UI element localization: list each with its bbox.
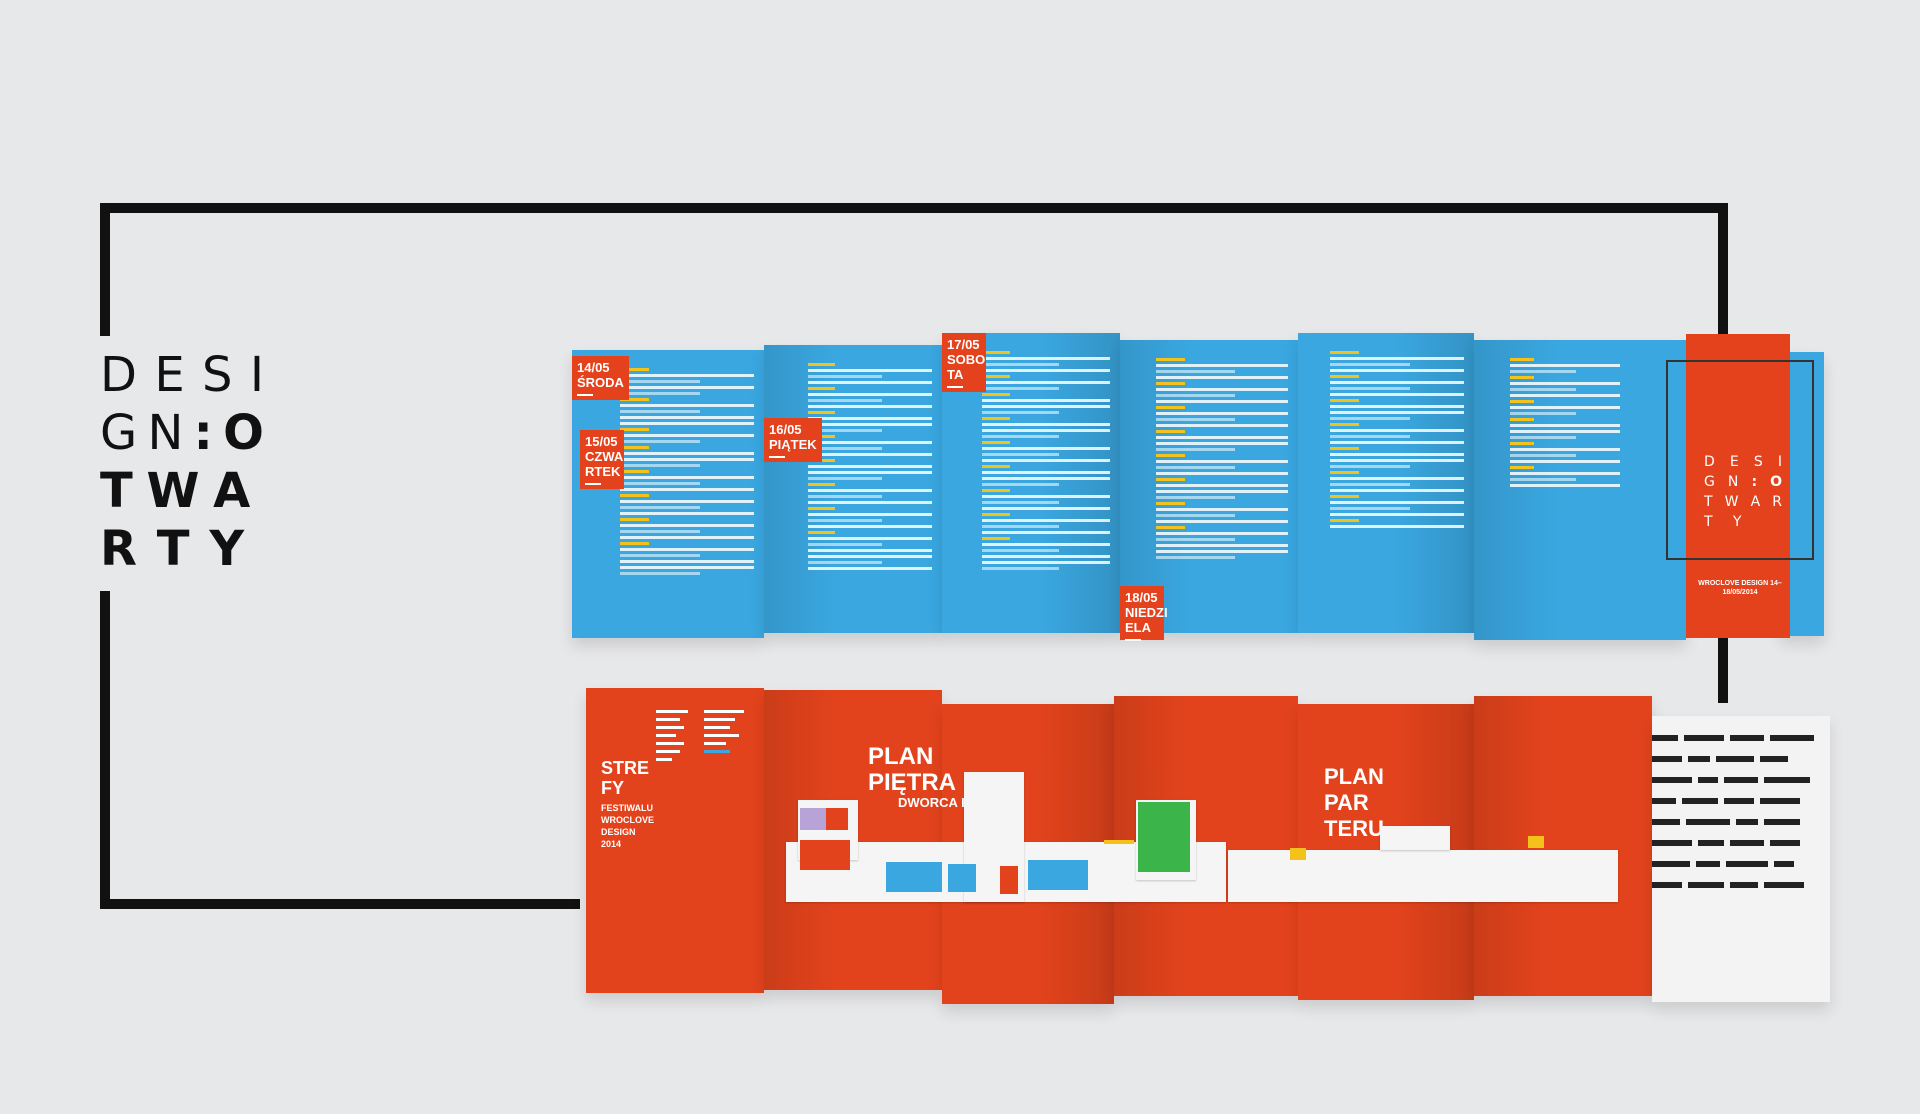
logo-letter: R — [100, 521, 137, 577]
cover-frame — [1666, 360, 1814, 560]
logo-letter: G — [100, 405, 138, 461]
logo-letter: A — [213, 463, 251, 519]
strefy-heading: STRE FY FESTIWALU WROCLOVE DESIGN 2014 — [601, 758, 654, 850]
logo-letter: T — [100, 463, 133, 519]
date-badge-1505: 15/05 CZWA RTEK — [580, 430, 624, 489]
schedule-text — [1156, 358, 1288, 562]
date-badge-top: 18/05 — [1125, 590, 1158, 605]
strefy-title: STRE FY — [601, 758, 650, 798]
cover-letter: W — [1724, 494, 1739, 510]
cover-letter: I — [1777, 454, 1782, 470]
logo-letter: W — [146, 463, 200, 519]
zones-list-2 — [704, 710, 748, 758]
logo-letter: T — [156, 521, 190, 577]
frame-left-border-lower — [100, 591, 110, 909]
blue-panel-4 — [1120, 340, 1298, 633]
cover-letter: Y — [1732, 514, 1742, 530]
room-purple — [800, 808, 826, 830]
cover-letter: T — [1704, 514, 1713, 530]
plan-pietra-title: PLAN PIĘTRA — [868, 743, 957, 796]
room-orange-2 — [800, 840, 850, 870]
cover-letter: G — [1704, 474, 1715, 490]
plan-parteru-heading: PLAN PAR TERU — [1324, 764, 1384, 842]
date-badge-top: 14/05 — [577, 360, 610, 375]
cover-letter: T — [1704, 494, 1713, 510]
date-badge-bottom: NIEDZI ELA — [1125, 605, 1168, 635]
date-badge-1405: 14/05 ŚRODA — [572, 356, 629, 400]
blue-panel-6 — [1474, 340, 1686, 640]
sponsor-logos — [1652, 730, 1832, 898]
cover-letter: N — [1727, 474, 1739, 490]
zones-list — [656, 710, 696, 766]
date-badge-bottom: ŚRODA — [577, 375, 624, 390]
room-yellow — [1104, 840, 1134, 844]
schedule-text — [1510, 358, 1620, 490]
cover-letter: R — [1772, 494, 1782, 510]
orange-panel-1 — [586, 688, 764, 993]
date-badge-top: 15/05 — [585, 434, 618, 449]
frame-left-border-upper — [100, 203, 110, 336]
frame-top-border — [100, 203, 1728, 213]
logo-row-4: R T Y — [100, 520, 264, 578]
cover-letter: S — [1753, 454, 1763, 470]
logo-row-1: D E S I — [100, 346, 264, 404]
logo-letter: S — [202, 347, 233, 403]
ground-marker-1 — [1290, 848, 1306, 860]
blue-panel-2 — [764, 345, 942, 633]
date-badge-1805: 18/05 NIEDZI ELA — [1120, 586, 1168, 641]
date-badge-top: 17/05 — [947, 337, 980, 352]
logo-letter: N — [147, 405, 184, 461]
cover-letter: O — [1770, 474, 1782, 490]
date-badge-top: 16/05 — [769, 422, 802, 437]
cover-subtitle: WROCLOVE DESIGN 14–18/05/2014 — [1698, 580, 1782, 596]
date-badge-bottom: PIĄTEK — [769, 437, 817, 452]
floor-ground-entry — [1380, 826, 1450, 850]
logo-letter: D — [100, 347, 137, 403]
logo-letter: E — [154, 347, 185, 403]
logo-letter: I — [249, 347, 264, 403]
room-blue-2 — [948, 864, 976, 892]
logo-row-3: T W A — [100, 462, 264, 520]
schedule-text — [982, 351, 1110, 573]
orange-panel-2 — [764, 690, 942, 990]
floor-plan-ground — [1228, 850, 1618, 902]
room-blue-3 — [1028, 860, 1088, 890]
cover-letter: : — [1751, 474, 1758, 490]
blue-panel-5 — [1298, 333, 1474, 633]
schedule-text — [808, 363, 932, 573]
blue-panel-1 — [572, 350, 764, 638]
cover-letter: A — [1750, 494, 1761, 510]
room-orange-3 — [1000, 866, 1018, 894]
plan-parteru-title: PLAN PAR TERU — [1324, 764, 1384, 841]
room-orange — [826, 808, 848, 830]
room-green — [1138, 802, 1190, 872]
date-badge-1605: 16/05 PIĄTEK — [764, 418, 822, 462]
room-blue-1 — [886, 862, 942, 892]
blue-panel-3 — [942, 333, 1120, 633]
schedule-text — [1330, 351, 1464, 531]
date-badge-bottom: CZWA RTEK — [585, 449, 623, 479]
logo-letter: O — [223, 405, 264, 461]
ground-marker-2 — [1528, 836, 1544, 848]
cover-logo: D E S I G N : O T W A R T Y — [1704, 452, 1782, 532]
logo-row-2: G N : O — [100, 404, 264, 462]
schedule-text — [620, 368, 754, 578]
logo-letter: Y — [209, 521, 245, 577]
logo-letter: : — [193, 405, 213, 461]
orange-panel-6 — [1474, 696, 1652, 996]
cover-letter: D — [1704, 454, 1715, 470]
strefy-subtitle: FESTIWALU WROCLOVE DESIGN 2014 — [601, 803, 654, 849]
date-badge-bottom: SOBO TA — [947, 352, 986, 382]
date-badge-1705: 17/05 SOBO TA — [942, 333, 986, 392]
sponsors-panel — [1652, 716, 1830, 1002]
frame-bottom-border — [100, 899, 580, 909]
brochure-cover: D E S I G N : O T W A R T Y — [1666, 334, 1814, 638]
cover-letter: E — [1729, 454, 1739, 470]
design-otwarty-logo: D E S I G N : O T W A R T Y — [100, 346, 280, 578]
